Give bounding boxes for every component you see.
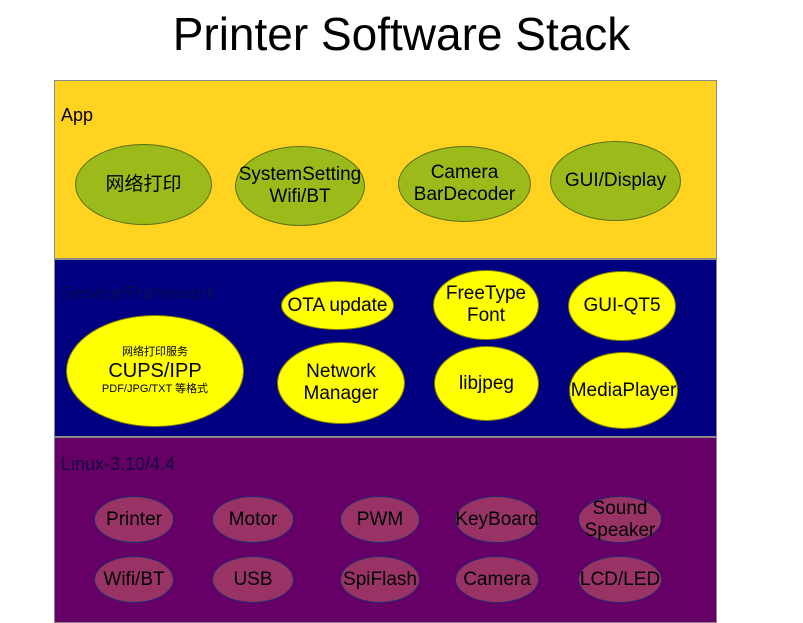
node-label: GUI/Display [564, 170, 667, 191]
service-node-ota-update: OTA update [281, 281, 394, 330]
node-label: Wifi/BT [269, 186, 331, 207]
linux-node-motor: Motor [212, 496, 294, 543]
node-label: KeyBoard [455, 508, 539, 530]
node-label: libjpeg [459, 372, 514, 394]
cups-subtitle: 网络打印服务 [122, 346, 188, 358]
service-node-gui-qt5: GUI-QT5 [568, 271, 676, 341]
linux-node-pwm: PWM [340, 496, 420, 543]
node-label: PWM [356, 508, 404, 530]
linux-node-printer: Printer [94, 496, 174, 543]
service-layer-label: Service/Framework [61, 283, 217, 303]
app-node-network-print: 网络打印 [75, 144, 212, 225]
node-label: OTA update [287, 294, 388, 316]
linux-node-wifi-bt: Wifi/BT [94, 556, 174, 603]
service-node-network-manager: Network Manager [277, 342, 405, 424]
node-label: Manager [303, 383, 379, 404]
node-label: USB [233, 568, 273, 590]
linux-node-usb: USB [212, 556, 294, 603]
linux-node-lcd-led: LCD/LED [578, 556, 662, 603]
node-label: Camera [430, 162, 499, 183]
node-label: Motor [228, 508, 278, 530]
app-node-gui-display: GUI/Display [550, 141, 681, 221]
linux-layer-label: Linux-3.10/4.4 [61, 454, 176, 474]
node-label: Speaker [584, 519, 656, 541]
app-node-camera: Camera BarDecoder [398, 146, 531, 222]
cups-formats: PDF/JPG/TXT 等格式 [101, 383, 209, 395]
node-label: Sound [592, 497, 648, 519]
node-label: Camera [463, 568, 531, 590]
node-label: GUI-QT5 [583, 295, 661, 316]
linux-node-keyboard: KeyBoard [455, 496, 539, 543]
cups-label: CUPS/IPP [108, 360, 202, 382]
diagram-title: Printer Software Stack [172, 8, 631, 60]
node-label: Wifi/BT [103, 568, 165, 590]
linux-node-camera: Camera [455, 556, 539, 603]
node-label: BarDecoder [413, 184, 516, 205]
node-label: LCD/LED [579, 568, 661, 590]
app-node-system-setting: SystemSetting Wifi/BT [235, 146, 365, 226]
linux-node-sound-speaker: Sound Speaker [578, 496, 662, 543]
service-node-libjpeg: libjpeg [434, 346, 539, 421]
linux-node-spiflash: SpiFlash [340, 556, 420, 603]
node-label: FreeType [445, 283, 527, 304]
node-label: Font [466, 305, 506, 326]
service-node-cups: 网络打印服务 CUPS/IPP PDF/JPG/TXT 等格式 [66, 315, 244, 427]
node-label: MediaPlayer [570, 379, 677, 401]
service-node-freetype: FreeType Font [433, 270, 539, 340]
node-label: SystemSetting [238, 164, 362, 185]
app-layer-label: App [61, 105, 94, 125]
node-label: 网络打印 [105, 173, 182, 195]
node-label: SpiFlash [343, 568, 417, 590]
node-label: Printer [106, 508, 162, 530]
node-label: Network [306, 361, 376, 382]
service-node-mediaplayer: MediaPlayer [569, 352, 678, 429]
